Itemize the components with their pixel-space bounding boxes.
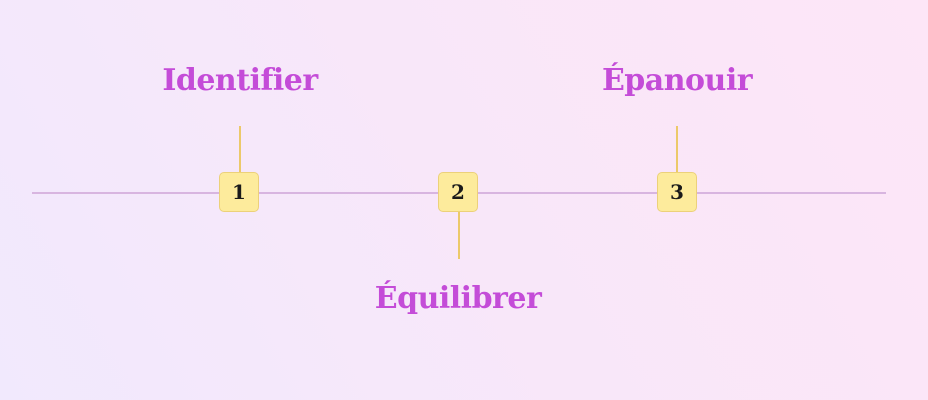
step-3-label: Épanouir [601, 63, 753, 98]
step-3-connector [676, 126, 678, 172]
step-1-label: Identifier [162, 63, 318, 98]
step-2-marker: 2 [438, 172, 478, 212]
step-2-connector [458, 212, 460, 259]
step-2-label: Équilibrer [374, 281, 542, 316]
step-1-connector [239, 126, 241, 172]
step-1-marker: 1 [219, 172, 259, 212]
step-3-marker: 3 [657, 172, 697, 212]
